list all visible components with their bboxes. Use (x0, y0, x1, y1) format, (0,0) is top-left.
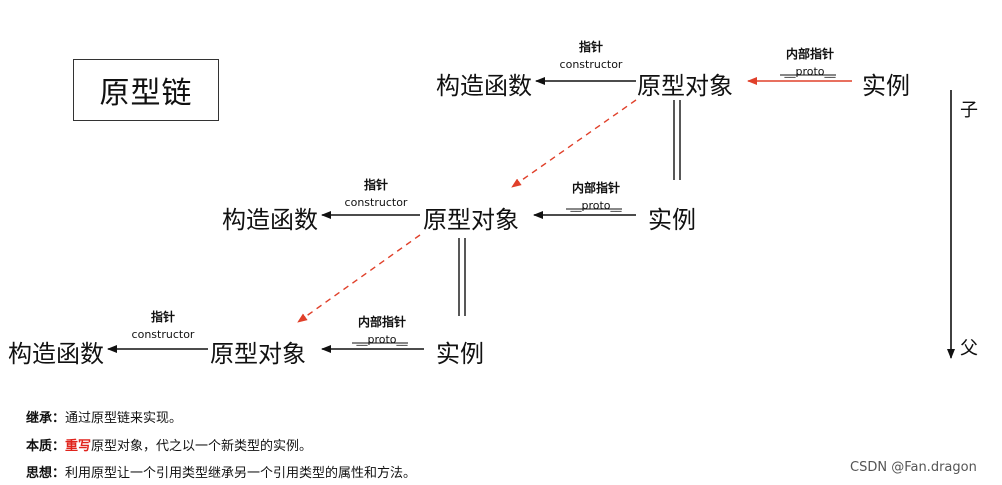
note-highlight: 重写 (65, 439, 92, 454)
proto-text: __proto__ (570, 199, 622, 212)
chain-dashed-arrow-2 (297, 234, 421, 323)
note-inheritance: 继承：通过原型链来实现。 (26, 411, 182, 427)
pointer-text: 指针 (363, 178, 388, 192)
proto-label-1: 内部指针 __proto__ (770, 45, 850, 81)
pointer-text: 指针 (150, 310, 175, 324)
constructor-node-1: 构造函数 (436, 72, 532, 100)
inner-pointer-text: 内部指针 (785, 47, 834, 61)
constructor-label-1: 指针 constructor (553, 38, 629, 74)
note-text: 原型对象，代之以一个新类型的实例。 (91, 439, 313, 454)
proto-label-3: 内部指针 __proto__ (342, 313, 422, 349)
instance-node-3: 实例 (436, 340, 484, 368)
constructor-node-3: 构造函数 (8, 340, 104, 368)
prototype-node-3: 原型对象 (210, 340, 306, 368)
watermark: CSDN @Fan.dragon (850, 460, 977, 475)
note-label: 思想： (26, 466, 66, 481)
instance-node-2: 实例 (648, 206, 696, 234)
pointer-text: 指针 (578, 40, 603, 54)
note-text: 通过原型链来实现。 (65, 411, 183, 426)
instance-node-1: 实例 (862, 72, 910, 100)
prototype-node-2: 原型对象 (423, 206, 519, 234)
title-box: 原型链 (73, 59, 219, 121)
note-label: 继承： (26, 411, 66, 426)
prototype-node-1: 原型对象 (637, 72, 733, 100)
note-idea: 思想：利用原型让一个引用类型继承另一个引用类型的属性和方法。 (26, 466, 416, 482)
parent-label: 父 (960, 338, 978, 359)
note-essence: 本质：重写原型对象，代之以一个新类型的实例。 (26, 439, 312, 455)
constructor-text: constructor (131, 328, 195, 341)
inner-pointer-text: 内部指针 (571, 181, 620, 195)
proto-text: __proto__ (356, 333, 408, 346)
chain-dashed-arrow-1 (511, 99, 637, 188)
child-label: 子 (960, 100, 978, 121)
inner-pointer-text: 内部指针 (357, 315, 406, 329)
constructor-label-3: 指针 constructor (125, 308, 201, 344)
proto-text: __proto__ (784, 65, 836, 78)
note-label: 本质： (26, 439, 66, 454)
proto-label-2: 内部指针 __proto__ (556, 179, 636, 215)
note-text: 利用原型让一个引用类型继承另一个引用类型的属性和方法。 (65, 466, 417, 481)
constructor-label-2: 指针 constructor (338, 176, 414, 212)
constructor-text: constructor (344, 196, 408, 209)
constructor-node-2: 构造函数 (222, 206, 318, 234)
constructor-text: constructor (559, 58, 623, 71)
